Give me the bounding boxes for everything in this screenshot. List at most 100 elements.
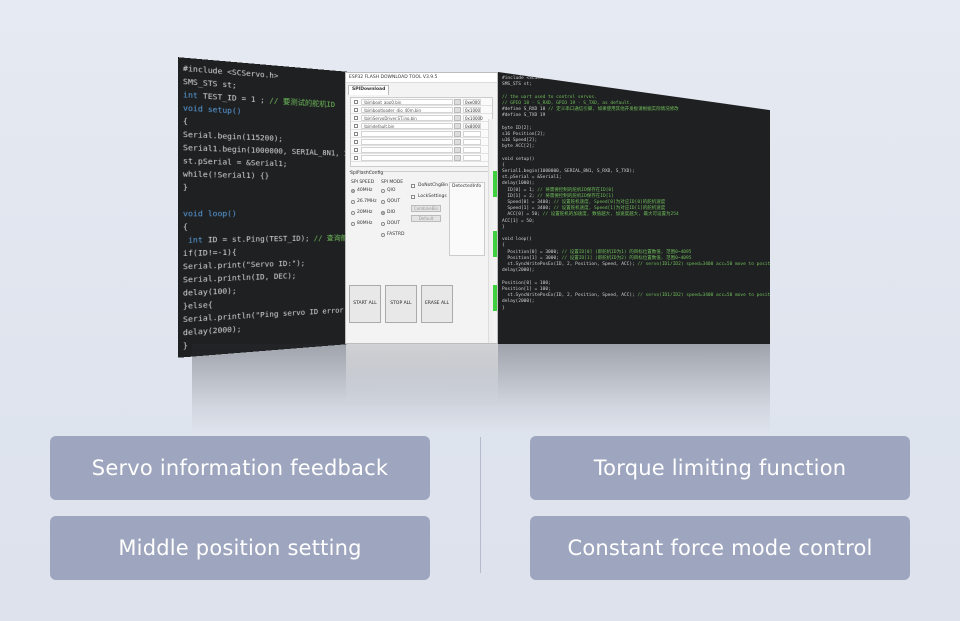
file-path-input[interactable] [361,138,453,145]
file-checkbox[interactable] [354,123,358,128]
file-path-input[interactable]: \bin\boot_app0.bin [361,98,453,105]
options-group: DoNotChgBin LockSettings CombineBin Defa… [411,180,448,222]
window-title: ESP32 FLASH DOWNLOAD TOOL V3.9.5 [346,73,497,83]
code-line: // GPIO 18 - S_RXD, GPIO 19 - S_TXD, as … [502,100,633,106]
do-not-chg-bin-checkbox[interactable]: DoNotChgBin [411,180,448,191]
file-path-input[interactable]: \bin\ServoDriver.ST.ino.bin [361,114,453,121]
browse-button[interactable] [454,130,461,137]
code-line: Position[0] = 100; [502,280,551,286]
spi-config-label: SpiFlashConfig [350,171,384,176]
speed-option[interactable]: 26.7MHz [351,196,377,207]
file-row: \bin\ServoDriver.ST.ino.bin 0x10000 [351,114,492,122]
detected-info-panel: DetectedInfo [449,182,485,256]
feature-label: Middle position setting [118,536,362,560]
browse-button[interactable] [454,146,461,153]
mode-option[interactable]: QOUT [381,196,404,207]
code-line: delay(1000); [502,181,535,187]
code-line: } [502,305,505,311]
code-line: st.SyncWritePosEx(ID, 2, Position, Speed… [502,293,770,299]
spi-flash-config: SpiFlashConfig SPI SPEED 40MHz 26.7MHz 2… [349,171,494,261]
feature-card-servo-feedback: Servo information feedback [50,436,430,500]
address-input[interactable] [463,138,481,145]
file-checkbox[interactable] [354,147,358,152]
file-checkbox[interactable] [354,99,358,104]
file-checkbox[interactable] [354,139,358,144]
code-line: Speed[0] = 3400; // 设置舵机速度, Speed[0]为对应I… [502,200,666,206]
floor-reflection [192,344,770,434]
file-path-input[interactable]: \bin\default.bin [361,122,453,129]
browse-button[interactable] [454,122,461,129]
code-line [183,194,346,208]
mode-option[interactable]: QIO [381,185,404,196]
mode-label: FASTRD [387,232,405,237]
file-checkbox[interactable] [354,155,358,160]
code-line: void setup() [502,156,535,162]
radio-icon [351,221,355,226]
code-line: ID[0] = 1; // 将需要控制的舵机ID保存在ID[0] [502,187,614,193]
checkbox-icon [411,183,415,188]
start-all-button[interactable]: START ALL [349,285,381,323]
tab-spi-download[interactable]: SPIDownload [348,85,390,95]
combine-button[interactable]: CombineBin [411,205,441,212]
mode-option[interactable]: DOUT [381,218,404,229]
speed-label: 80MHz [357,221,373,226]
browse-button[interactable] [454,98,461,105]
address-input[interactable] [463,130,481,137]
scrollbar[interactable] [488,119,493,343]
speed-option[interactable]: 80MHz [351,218,377,229]
radio-icon [381,232,385,237]
screenshot-montage: #include <SCServo.h> SMS_STS st; int TES… [178,57,770,434]
erase-all-button[interactable]: ERASE ALL [421,285,453,323]
mode-label: QOUT [387,199,401,204]
code-line: Speed[1] = 3400; // 设置舵机速度, Speed[1]为对应I… [502,206,666,212]
detected-info-label: DetectedInfo [452,184,482,189]
tab-bar: SPIDownload [346,85,497,95]
code-line: st.SyncWritePosEx(ID, 2, Position, Speed… [502,262,770,268]
speed-option[interactable]: 20MHz [351,207,377,218]
address-input[interactable]: 0xe000 [463,98,481,105]
browse-button[interactable] [454,138,461,145]
file-path-input[interactable]: \bin\bootloader_dio_40m.bin [361,106,453,113]
address-input[interactable]: 0x8000 [463,122,481,129]
mode-option[interactable]: DIO [381,207,404,218]
checkbox-icon [411,194,415,199]
file-checkbox[interactable] [354,115,358,120]
mode-label: DIO [387,210,396,215]
default-button[interactable]: Default [411,215,441,222]
lock-settings-checkbox[interactable]: LockSettings [411,191,448,202]
code-line: { [502,243,505,249]
spi-mode-label: SPI MODE [381,180,404,185]
reflection-window [346,344,498,404]
vertical-divider [480,437,481,573]
file-checkbox[interactable] [354,131,358,136]
stop-all-button[interactable]: STOP ALL [385,285,417,323]
code-line: Position[0] = 3000; // 设置ID[0] (即舵机ID为1)… [502,249,692,255]
speed-option[interactable]: 40MHz [351,185,377,196]
file-path-input[interactable] [361,146,453,153]
code-line: ACC[1] = 50; [502,218,535,224]
address-input[interactable] [463,146,481,153]
progress-indicator [493,231,497,257]
code-line: s16 Position[2]; [502,131,546,137]
radio-icon [381,188,385,193]
code-line: byte ACC[2]; [502,144,535,150]
code-line: ACC[0] = 50; // 设置舵机的加速度, 数值越大, 加速度越大, 最… [502,212,679,218]
spi-mode-group: SPI MODE QIO QOUT DIO DOUT FASTRD [381,180,404,240]
file-path-input[interactable] [361,154,453,161]
file-row [351,138,492,146]
browse-button[interactable] [454,114,461,121]
mode-label: DOUT [387,221,401,226]
address-input[interactable]: 0x10000 [463,114,483,121]
file-checkbox[interactable] [354,107,358,112]
feature-label: Constant force mode control [567,536,873,560]
address-input[interactable] [463,154,481,161]
code-editor-left: #include <SCServo.h> SMS_STS st; int TES… [178,57,350,358]
address-input[interactable]: 0x1000 [463,106,481,113]
radio-icon [381,221,385,226]
file-row: \bin\bootloader_dio_40m.bin 0x1000 [351,106,492,114]
file-path-input[interactable] [361,130,453,137]
browse-button[interactable] [454,106,461,113]
browse-button[interactable] [454,154,461,161]
code-line: delay(2000); [502,268,535,274]
mode-option[interactable]: FASTRD [381,229,404,240]
